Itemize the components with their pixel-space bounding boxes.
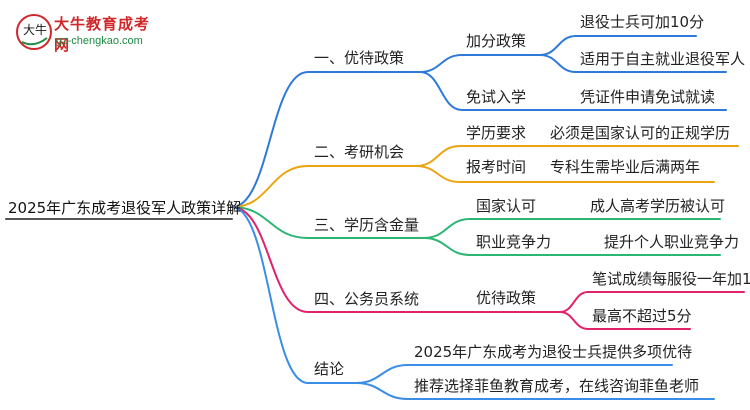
leaf-4-1-2: 最高不超过5分 [592, 307, 692, 325]
connector-root-b3 [231, 206, 309, 239]
connector-b3-n2 [423, 237, 471, 256]
connector-b2-n2 [415, 165, 461, 183]
node-1-2-label: 免试入学 [466, 88, 527, 106]
branch-5-label: 结论 [314, 360, 345, 378]
connector-n41-l2 [559, 311, 589, 330]
branch-2-label: 二、考研机会 [314, 143, 405, 161]
node-2-2-label: 报考时间 [466, 158, 527, 176]
connector-n11-l1 [539, 35, 577, 56]
branch-1-label: 一、优待政策 [314, 49, 405, 67]
leaf-3-1-1: 成人高考学历被认可 [590, 197, 726, 215]
leaf-1-1-1: 退役士兵可加10分 [580, 13, 705, 31]
leaf-3-2-1: 提升个人职业竞争力 [604, 233, 740, 251]
connector-n41-l1 [559, 291, 589, 313]
leaf-2-2-1: 专科生需毕业后满两年 [550, 158, 701, 176]
node-5-2-label: 推荐选择菲鱼教育成考，在线咨询菲鱼老师 [414, 377, 700, 395]
leaf-1-2-1: 凭证件申请免试就读 [580, 88, 716, 106]
connector-b5-n2 [355, 382, 409, 400]
branch-4-label: 四、公务员系统 [314, 290, 420, 308]
logo-mark-icon: 大牛 [16, 14, 52, 50]
node-3-2-label: 职业竞争力 [476, 233, 552, 251]
connector-root-b2 [231, 165, 309, 208]
leaf-4-1-1: 笔试成绩每服役一年加1分 [592, 270, 750, 288]
connector-b1-n2 [419, 71, 463, 111]
node-2-1-label: 学历要求 [466, 124, 527, 142]
logo-title: 大牛教育成考网 [54, 15, 151, 54]
connector-b5-n1 [355, 364, 409, 384]
connector-root-b1 [231, 71, 309, 208]
connector-b3-n1 [423, 218, 471, 239]
connector-b1-n1 [419, 54, 463, 73]
site-logo[interactable]: 大牛 大牛教育成考网 gz-chengkao.com [14, 12, 164, 56]
root-topic: 2025年广东成考退役军人政策详解 [8, 199, 242, 217]
connector-root-b5 [231, 206, 309, 384]
node-3-1-label: 国家认可 [476, 197, 537, 215]
connector-b2-n1 [415, 145, 461, 167]
logo-mark-text: 大牛 [23, 22, 47, 37]
logo-url: gz-chengkao.com [56, 35, 143, 47]
branch-3-label: 三、学历含金量 [314, 216, 420, 234]
connector-root-b4 [231, 206, 309, 313]
leaf-1-1-2: 适用于自主就业退役军人 [580, 50, 746, 68]
leaf-2-1-1: 必须是国家认可的正规学历 [550, 124, 731, 142]
connector-n11-l2 [539, 54, 577, 73]
node-4-1-label: 优待政策 [476, 289, 537, 307]
node-5-1-label: 2025年广东成考为退役士兵提供多项优待 [414, 343, 693, 361]
node-1-1-label: 加分政策 [466, 32, 527, 50]
